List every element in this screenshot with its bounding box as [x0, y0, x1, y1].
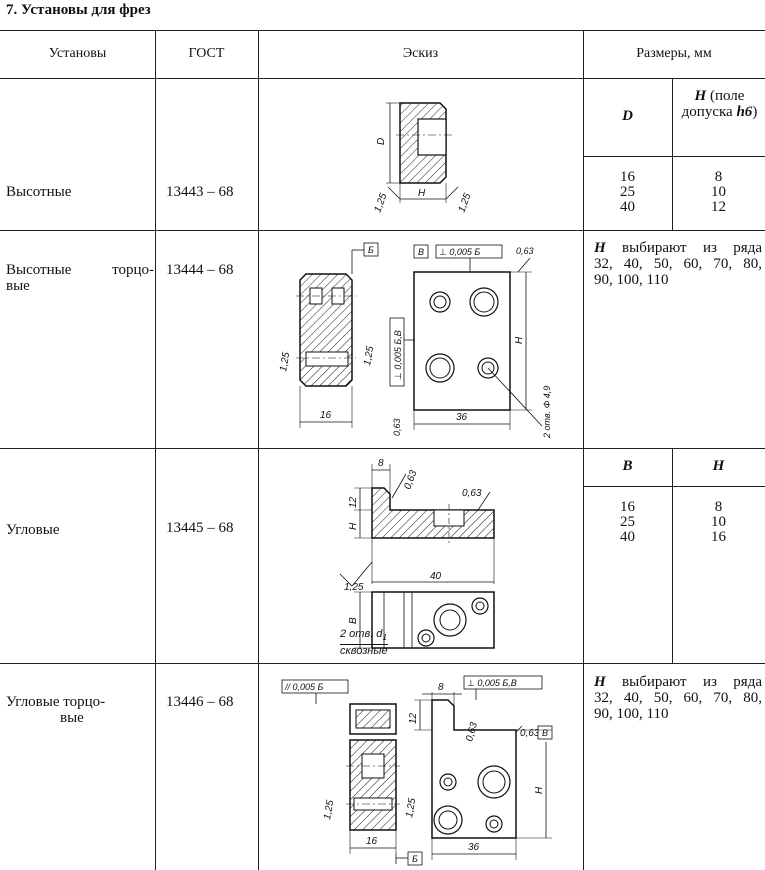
row4-sketch: // 0,005 Б 1,25 1,25 16 Б — [276, 670, 566, 866]
header-divider — [0, 78, 765, 79]
row4-sketch-h: H — [534, 786, 545, 794]
row-divider-2 — [0, 448, 765, 449]
row2-sketch-tol2: ⊥ 0,005 Б,В — [393, 330, 403, 380]
table-title: 7. Установы для фрез — [6, 2, 151, 18]
row3-sketch-d8: 8 — [378, 458, 384, 469]
row3-sketch-d12: 12 — [348, 496, 359, 508]
row4-sketch-r063b: 0,63 — [520, 728, 540, 739]
row4-sketch-b: Б — [412, 854, 418, 864]
row4-sketch-r125b: 1,25 — [404, 797, 418, 819]
row3-sketch-w40: 40 — [430, 571, 442, 582]
row4-gost: 13446 – 68 — [166, 694, 234, 710]
row3-sketch-holes-note: 2 отв. d1 сквозные — [340, 628, 388, 658]
row1-d-values: 16 25 40 — [620, 169, 635, 215]
row3-sketch-r125: 1,25 — [344, 582, 364, 593]
header-sketch: Эскиз — [402, 46, 439, 61]
row2-sketch: Б 16 1,25 1,25 В ⊥ 0,005 Б 0,63 — [270, 240, 570, 440]
row2-name-line2: вые — [6, 278, 30, 294]
row4-sketch-par: // 0,005 Б — [284, 682, 324, 692]
row-divider-3 — [0, 663, 765, 664]
row1-sketch: D H 1,25 1,25 — [360, 95, 480, 227]
row3-h-values: 8 10 16 — [711, 499, 726, 545]
row2-sketch-tol1: ⊥ 0,005 Б — [439, 247, 480, 257]
header-dimensions: Размеры, мм — [636, 46, 712, 61]
row3-subheader-h: H — [712, 458, 725, 474]
row2-sketch-hole: 2 отв. Φ 4,9 — [542, 386, 552, 439]
row4-note: H выбирают из ряда 32, 40, 50, 60, 70, 8… — [594, 674, 762, 722]
row3-sketch: 8 12 H 0,63 0,63 40 1,25 — [330, 454, 520, 659]
row2-sketch-r063a: 0,63 — [516, 246, 534, 256]
row4-sketch-r063a: 0,63 — [464, 721, 480, 743]
size-subcol-divider-1 — [672, 78, 673, 230]
row2-sketch-r125b: 1,25 — [362, 345, 376, 367]
row1-gost: 13443 – 68 — [166, 184, 234, 200]
subheader-divider-1 — [583, 156, 765, 157]
row4-sketch-w16: 16 — [366, 836, 378, 847]
row4-name-line1: Угловые торцо- — [6, 694, 106, 710]
row4-sketch-perp: ⊥ 0,005 Б,В — [467, 678, 517, 688]
row2-sketch-r063b: 0,63 — [392, 418, 402, 436]
row2-sketch-w36: 36 — [456, 412, 468, 423]
row2-note: H выбирают из ряда 32, 40, 50, 60, 70, 8… — [594, 240, 762, 288]
row3-sketch-b: B — [348, 617, 359, 624]
table-border-top — [0, 30, 765, 31]
row3-gost: 13445 – 68 — [166, 520, 234, 536]
row1-sketch-h: H — [418, 188, 426, 199]
row3-sketch-r063a: 0,63 — [402, 469, 419, 491]
row2-name-line1: Высотные торцо- — [6, 262, 154, 278]
col-divider-2 — [258, 30, 259, 870]
row2-gost: 13444 – 68 — [166, 262, 234, 278]
row-divider-1 — [0, 230, 765, 231]
row1-subheader-h: H (поле допуска h6) — [681, 88, 758, 120]
subheader-divider-3 — [583, 486, 765, 487]
row3-sketch-h: H — [348, 522, 359, 530]
row1-subheader-d: D — [622, 108, 633, 124]
row1-name: Высотные — [6, 184, 72, 200]
row1-h-values: 8 10 12 — [711, 169, 726, 215]
header-gost: ГОСТ — [188, 46, 225, 61]
row4-sketch-r125a: 1,25 — [322, 799, 336, 821]
row3-b-values: 16 25 40 — [620, 499, 635, 545]
row2-sketch-h: H — [514, 336, 525, 344]
row4-sketch-v: В — [542, 728, 548, 738]
row4-sketch-d12: 12 — [408, 712, 419, 724]
row2-sketch-w16: 16 — [320, 410, 332, 421]
col-divider-1 — [155, 30, 156, 870]
col-divider-3 — [583, 30, 584, 870]
row1-sketch-r2: 1,25 — [456, 192, 473, 214]
row2-sketch-b-top: Б — [368, 245, 374, 255]
row4-sketch-d8: 8 — [438, 682, 444, 693]
row4-name-line2: вые — [60, 710, 84, 726]
row1-sketch-d: D — [376, 138, 387, 145]
row2-sketch-r125a: 1,25 — [278, 351, 292, 373]
row3-sketch-r063b: 0,63 — [462, 488, 482, 499]
row2-sketch-v: В — [418, 247, 424, 257]
row3-name: Угловые — [6, 522, 60, 538]
size-subcol-divider-3 — [672, 448, 673, 663]
row1-sketch-r1: 1,25 — [372, 192, 389, 214]
fixtures-table: Установы ГОСТ Эскиз Размеры, мм Высотные… — [0, 30, 765, 870]
row4-sketch-w36: 36 — [468, 842, 480, 853]
row3-subheader-b: B — [622, 458, 633, 474]
header-fixtures: Установы — [48, 46, 107, 61]
